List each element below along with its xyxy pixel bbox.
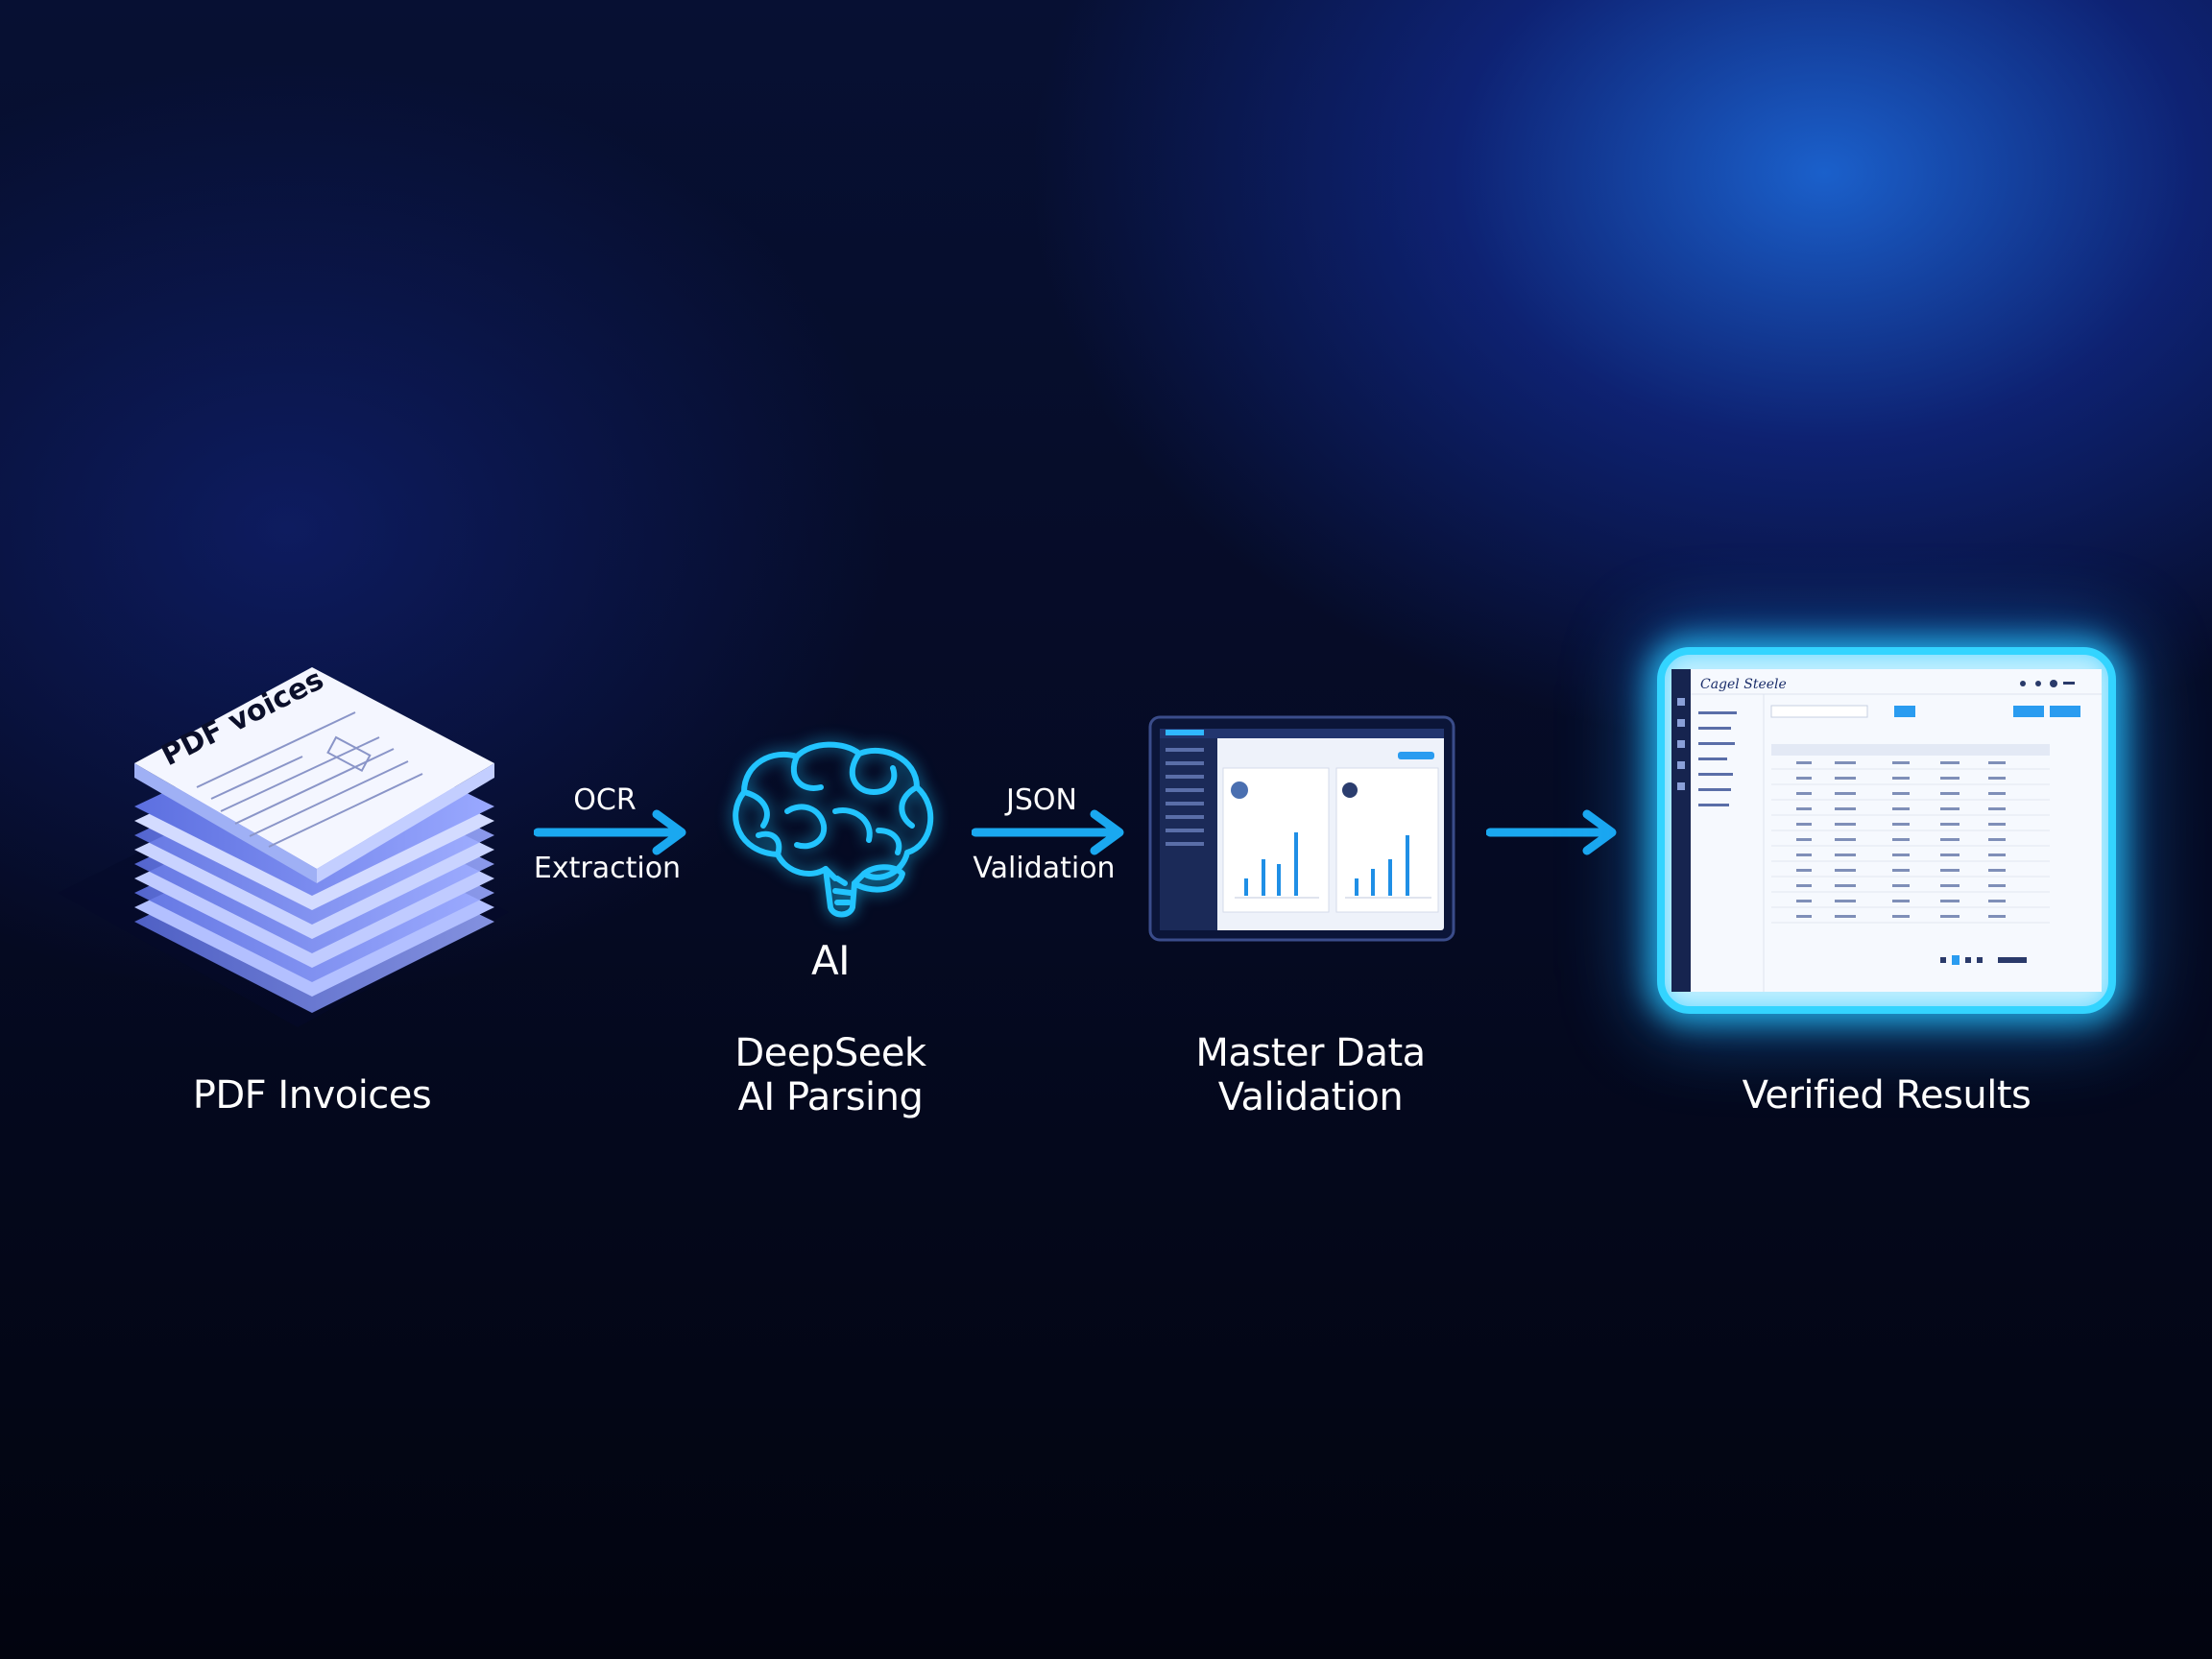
arrow-right-icon: [972, 809, 1124, 855]
dashboard-screen-icon: [1148, 715, 1455, 942]
results-screen-title: Cagel Steele: [1700, 677, 1787, 692]
table-screen-icon: Cagel Steele: [1671, 669, 2102, 992]
ai-caption: AI: [810, 937, 851, 984]
pdf-invoices-node: PDF voices: [58, 653, 518, 1037]
document-stack-icon: PDF voices: [58, 662, 509, 1027]
verified-results-label: Verified Results: [1742, 1073, 2032, 1118]
pdf-invoices-label: PDF Invoices: [192, 1073, 432, 1118]
arrow-right-icon: [1486, 809, 1617, 855]
arrow-2-top-label: JSON: [1006, 783, 1077, 817]
ai-brain-node: [720, 739, 941, 922]
arrow-3: [1486, 808, 1621, 856]
ai-parsing-label-line1: DeepSeek: [734, 1031, 926, 1075]
results-screen-node: Cagel Steele: [1657, 647, 2116, 1014]
arrow-right-icon: [534, 809, 686, 855]
arrow-2: [972, 808, 1135, 856]
validation-label-line2: Validation: [1217, 1075, 1404, 1119]
ai-parsing-label-line2: AI Parsing: [737, 1075, 924, 1119]
validation-screen-node: [1148, 715, 1455, 942]
arrow-1: [534, 808, 697, 856]
arrow-2-bottom-label: Validation: [973, 852, 1116, 885]
validation-label-line1: Master Data: [1195, 1031, 1426, 1075]
arrow-1-bottom-label: Extraction: [533, 852, 682, 885]
brain-icon: [733, 741, 934, 918]
arrow-1-top-label: OCR: [573, 783, 637, 817]
